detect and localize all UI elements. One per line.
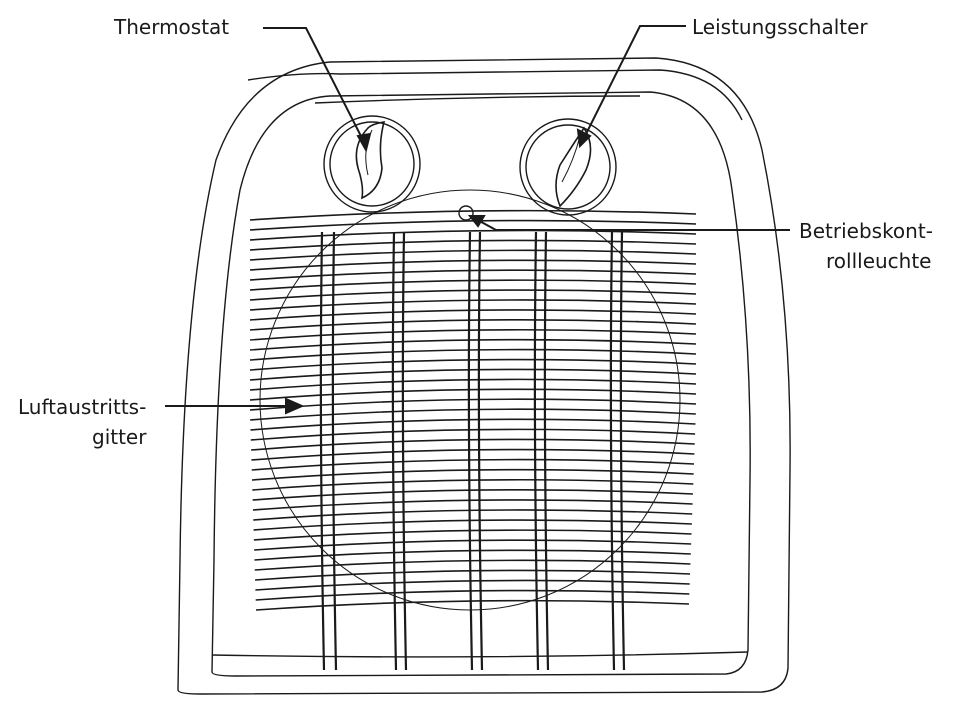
grille-bar-horizontal [250, 360, 696, 370]
grille-bar-horizontal [256, 591, 690, 600]
grille-bar-horizontal [250, 230, 696, 240]
grille-bar-horizontal [250, 270, 696, 280]
grille-bar-horizontal [250, 300, 696, 310]
grille-bar-horizontal [250, 260, 696, 270]
grille-bar-horizontal [250, 221, 696, 230]
grille-horizontal-bars [250, 211, 696, 610]
grille-bar-horizontal [253, 510, 692, 520]
label-grille-line2: gitter [92, 425, 147, 449]
grille-bar-horizontal [255, 570, 690, 580]
grille-bar-horizontal [252, 470, 694, 480]
grille-bar-horizontal [250, 330, 696, 340]
thermostat-knob [324, 116, 420, 212]
grille-arrowhead [286, 399, 302, 413]
grille-bar-horizontal [250, 389, 696, 400]
label-thermostat: Thermostat [113, 15, 229, 39]
label-grille-line1: Luftaustritts- [18, 395, 146, 419]
grille-bar-horizontal [250, 320, 696, 330]
grille-bar-horizontal [250, 419, 695, 430]
grille-bar-vertical [333, 232, 336, 670]
grille-bar-horizontal [253, 500, 693, 510]
grille-bar-horizontal [250, 399, 696, 410]
base-line [212, 652, 748, 657]
grille-bar-horizontal [255, 580, 689, 590]
grille-bar-horizontal [254, 520, 692, 530]
grille-bar-horizontal [250, 280, 696, 290]
power-switch-leader [582, 26, 686, 142]
grille-bar-vertical [535, 232, 538, 670]
grille-bar-horizontal [251, 439, 695, 450]
grille-bar-vertical [479, 232, 482, 670]
grille-bar-vertical [545, 232, 548, 670]
grille-bar-horizontal [254, 540, 691, 550]
grille-bar-horizontal [250, 290, 696, 300]
top-ridge [315, 96, 640, 103]
grille-bar-horizontal [250, 340, 696, 350]
power-switch-arrowhead [578, 130, 590, 146]
label-indicator-line2: rollleuchte [826, 249, 932, 273]
grille-bar-horizontal [251, 429, 695, 440]
grille-bar-horizontal [250, 379, 696, 390]
grille-bar-horizontal [250, 310, 696, 320]
grille-bar-vertical [469, 232, 472, 670]
grille-bar-horizontal [252, 460, 694, 470]
grille-bar-horizontal [250, 240, 696, 250]
grille-bar-horizontal [251, 450, 694, 460]
grille-bar-horizontal [250, 369, 696, 380]
grille-bar-horizontal [253, 490, 693, 500]
thermostat-arrowhead [358, 134, 370, 150]
grille-bar-horizontal [250, 350, 696, 360]
grille-bar-horizontal [250, 409, 696, 420]
grille-bar-horizontal [252, 480, 693, 490]
grille-bar-horizontal [254, 550, 690, 560]
grille-bar-vertical [321, 232, 324, 670]
grille-bar-horizontal [254, 530, 692, 540]
grille-bar-horizontal [250, 250, 696, 260]
grille-bar-horizontal [255, 560, 691, 570]
label-indicator-line1: Betriebskont- [799, 219, 933, 243]
grille-bar-horizontal [256, 601, 689, 610]
label-power-switch: Leistungsschalter [692, 15, 868, 39]
